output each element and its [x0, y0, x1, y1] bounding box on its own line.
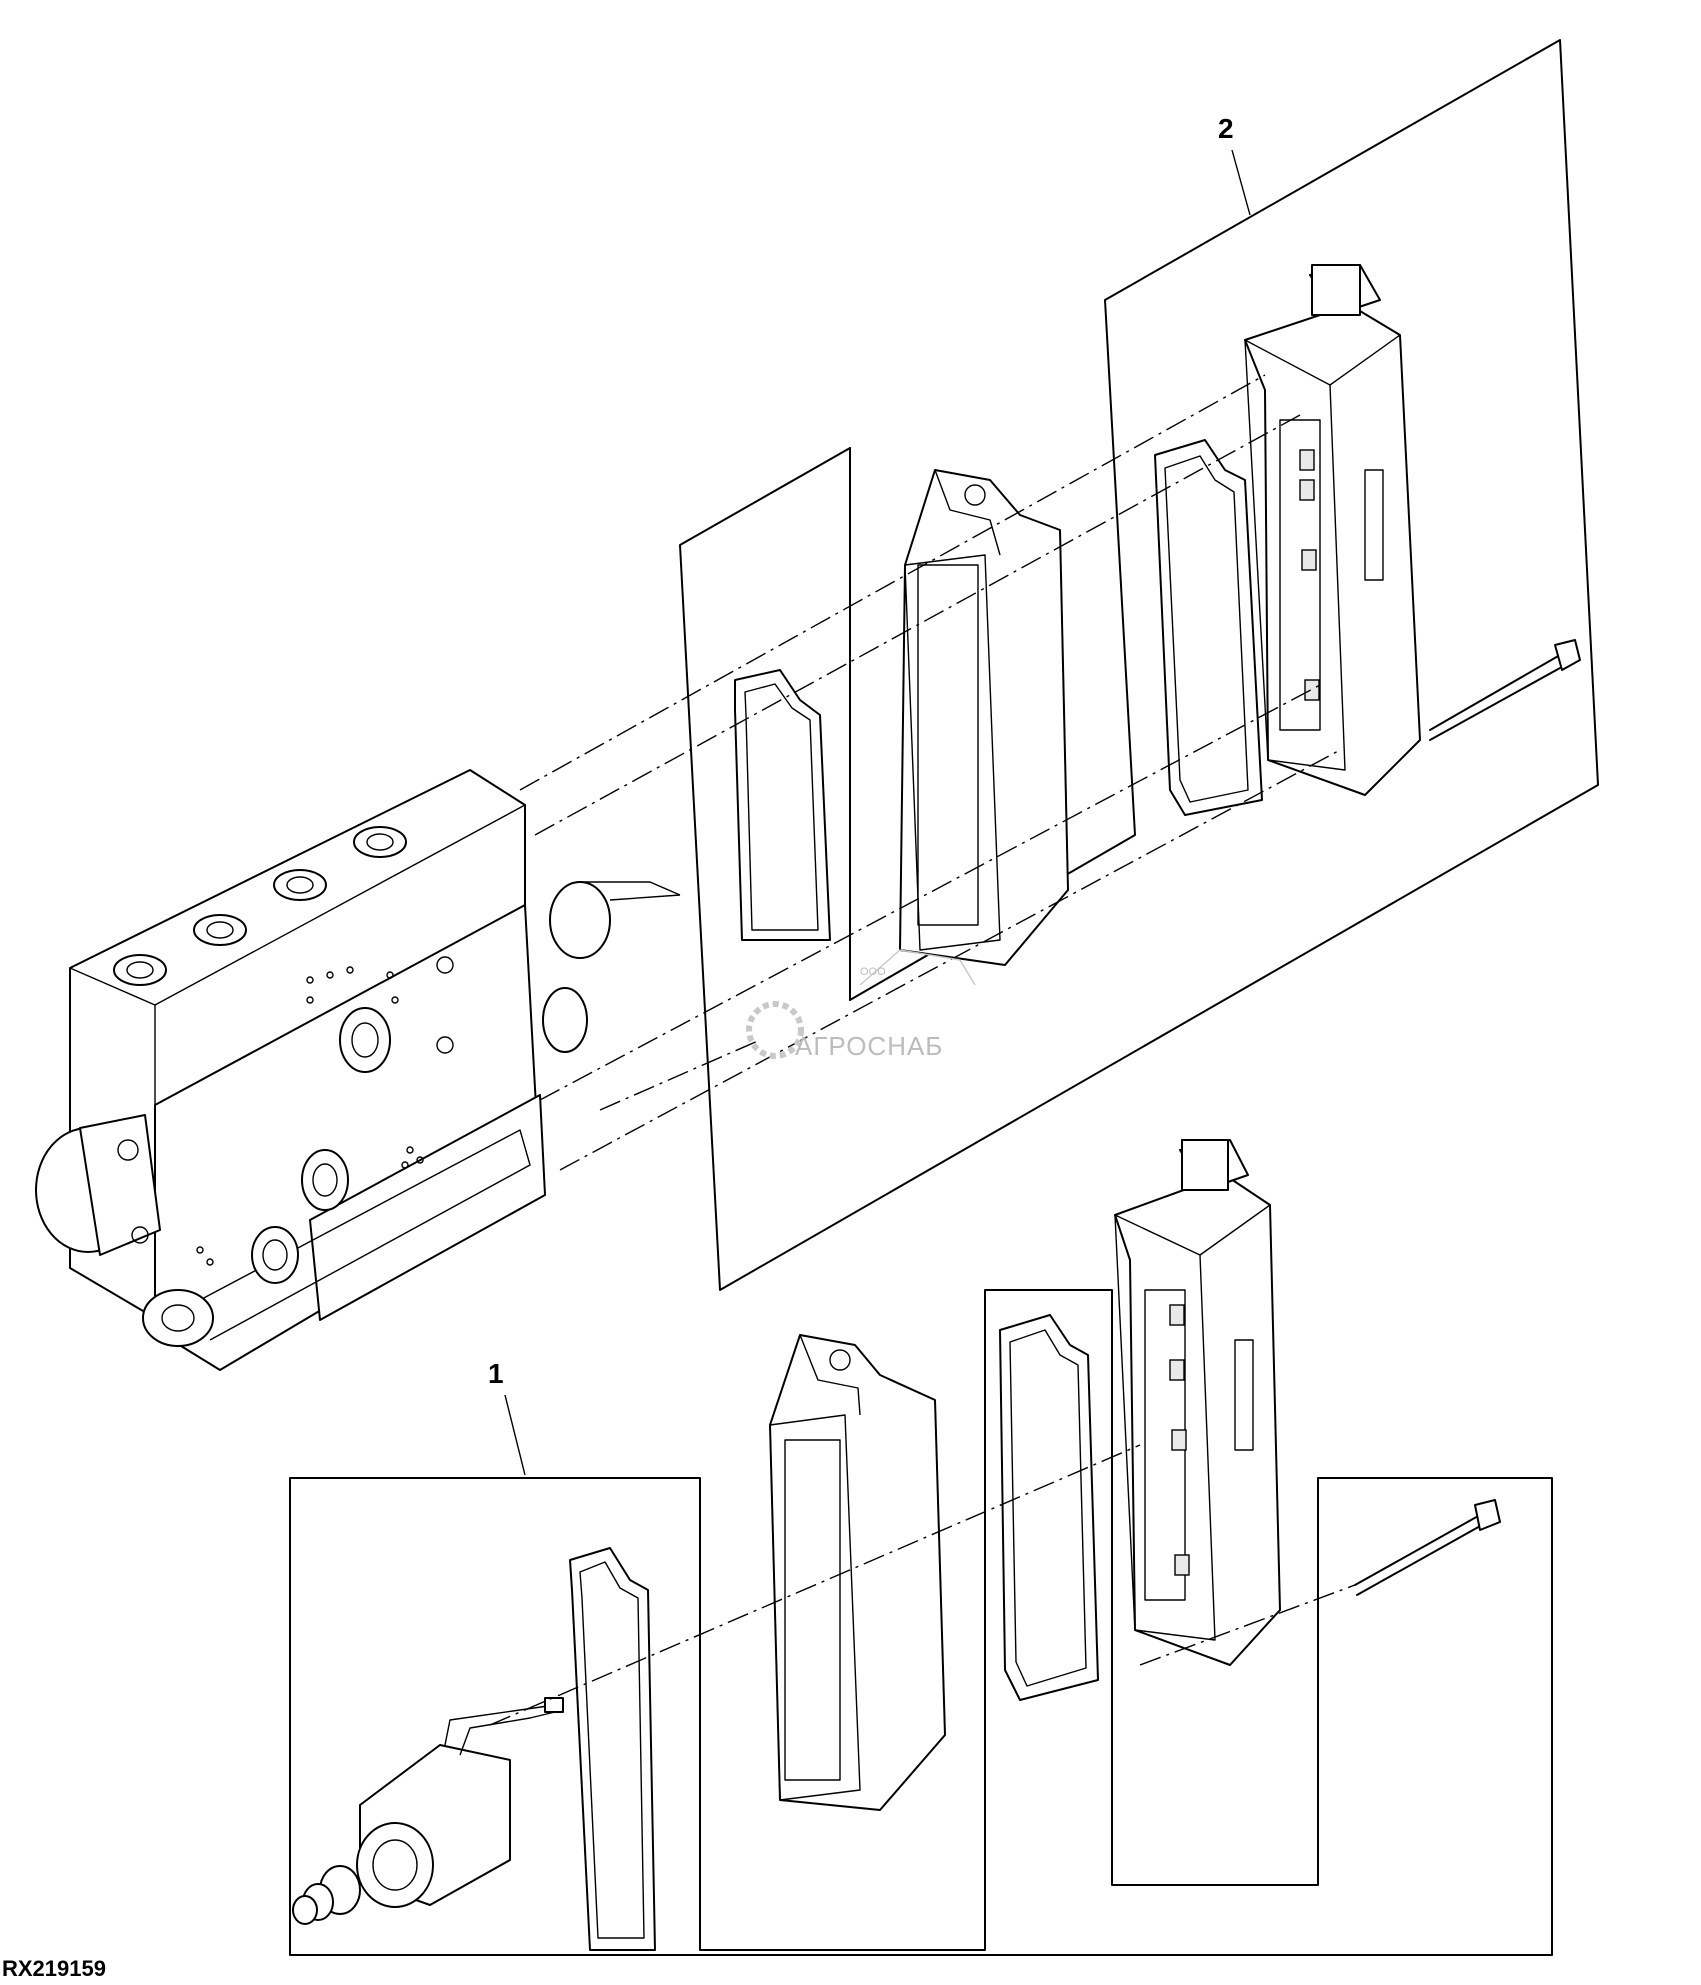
cover-housing: [769, 1334, 946, 1811]
bolt: [1354, 1499, 1501, 1596]
gasket: [569, 1547, 656, 1951]
callout-1-leader: [504, 1394, 526, 1476]
solenoid: [292, 1697, 564, 1925]
gasket: [734, 669, 831, 941]
watermark-company-name: АГРОСНАБ: [795, 1031, 943, 1061]
port: [251, 1226, 299, 1284]
solenoid-stub: [549, 881, 611, 959]
port: [353, 826, 407, 858]
electronics-module: [1114, 1139, 1281, 1666]
port: [273, 869, 327, 901]
gasket: [1154, 439, 1263, 816]
electronics-module: [1244, 264, 1421, 796]
callout-2: 2: [1218, 113, 1234, 144]
port: [301, 1149, 349, 1211]
port: [113, 954, 167, 986]
callout-1: 1: [488, 1358, 504, 1389]
cover-housing: [899, 469, 1069, 966]
port: [339, 1007, 391, 1073]
agrosnab-watermark: ООО АГРОСНАБ: [746, 949, 976, 1061]
gear-logo-icon: [746, 1001, 804, 1059]
gasket: [999, 1314, 1099, 1701]
kit-1-frame: [289, 1289, 1553, 1956]
bolt: [1429, 639, 1581, 741]
watermark-prefix: ООО: [860, 966, 886, 978]
assembly-center-lines: [489, 374, 1356, 1726]
kit-2-frame: [679, 39, 1599, 1291]
port: [193, 914, 247, 946]
callout-2-leader: [1231, 149, 1251, 216]
solenoid-stub: [542, 987, 588, 1053]
figure-code: RX219159: [2, 1956, 106, 1981]
lower-plug: [142, 1289, 214, 1347]
valve-body: [35, 769, 681, 1371]
